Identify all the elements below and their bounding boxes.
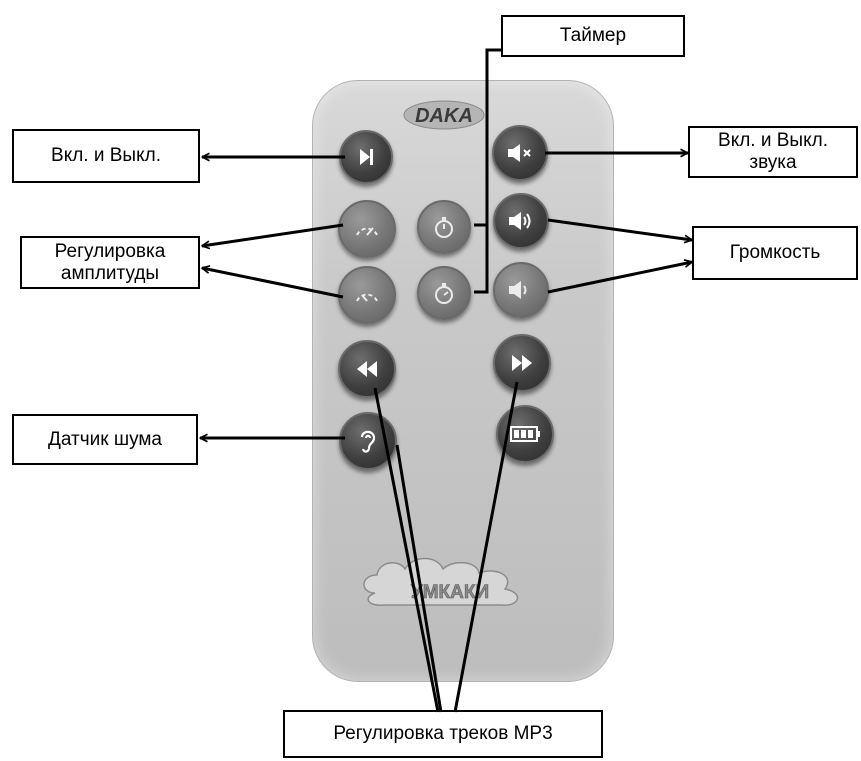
stopwatch-icon <box>435 217 453 238</box>
label-volume: Громкость <box>692 226 858 280</box>
speaker-quiet-icon <box>509 281 527 299</box>
stopwatch-icon <box>435 283 453 304</box>
label-mp3-tracks: Регулировка треков MP3 <box>283 710 603 758</box>
timer-up-button[interactable] <box>417 200 471 254</box>
amplitude-up-button[interactable] <box>338 200 396 258</box>
gauge-icon <box>356 293 378 302</box>
mascot-logo-text: УМКАКИ <box>411 582 489 603</box>
next-track-button[interactable] <box>493 334 551 392</box>
prev-track-button[interactable] <box>338 340 396 398</box>
fast-forward-icon <box>512 355 532 371</box>
rewind-icon <box>357 361 377 377</box>
label-power: Вкл. и Выкл. <box>12 129 200 183</box>
battery-icon <box>510 426 540 442</box>
gauge-icon <box>356 227 378 236</box>
label-timer: Таймер <box>501 15 685 57</box>
volume-up-button[interactable] <box>493 193 549 249</box>
amplitude-down-button[interactable] <box>338 266 396 324</box>
timer-down-button[interactable] <box>417 266 471 320</box>
noise-sensor-button[interactable] <box>339 412 397 470</box>
brand-logo-text: DAKA <box>415 105 473 127</box>
mute-button[interactable] <box>492 125 548 181</box>
label-amplitude: Регулировка амплитуды <box>20 236 200 289</box>
speaker-mute-icon <box>508 144 531 162</box>
play-pause-icon <box>360 149 373 165</box>
power-button[interactable] <box>339 130 393 184</box>
label-mute: Вкл. и Выкл. звука <box>688 126 858 178</box>
volume-down-button[interactable] <box>493 262 549 318</box>
brand-logo: DAKA <box>403 100 485 130</box>
label-noise-sensor: Датчик шума <box>12 414 198 465</box>
battery-button[interactable] <box>496 405 554 463</box>
ear-icon <box>360 430 376 453</box>
speaker-loud-icon <box>509 212 531 230</box>
mascot-logo: УМКАКИ <box>363 557 519 606</box>
